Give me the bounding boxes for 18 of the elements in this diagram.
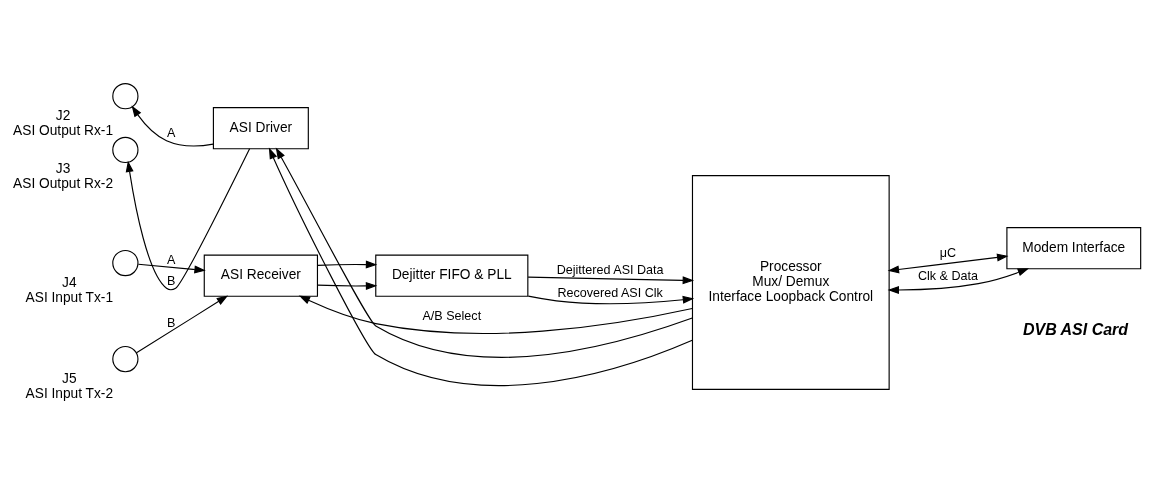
label: DVB ASI Card [1022,320,1129,338]
edge-label: A [166,253,176,267]
node-label: ASI Output Rx-1 [13,122,114,138]
edge-label: μC [939,246,957,261]
edge-label: B [166,273,176,288]
node-label: J4 [62,274,77,290]
edge-label: Recovered ASI Clk [557,286,663,301]
node-label: J3 [55,161,71,177]
node-label: ASI Input Tx-2 [25,385,114,401]
node-label: J2 [55,107,71,123]
node-label: ASI Output Rx-2 [13,176,114,192]
edge-label: B [166,315,176,330]
edge-label: A/B Select [422,309,482,324]
edge-label: A [166,126,176,141]
edge-label: Dejittered ASI Data [556,263,664,278]
edge-label: Clk & Data [918,269,979,283]
node-label: J5 [62,370,77,386]
node-label: ASI Input Tx-1 [25,289,114,305]
